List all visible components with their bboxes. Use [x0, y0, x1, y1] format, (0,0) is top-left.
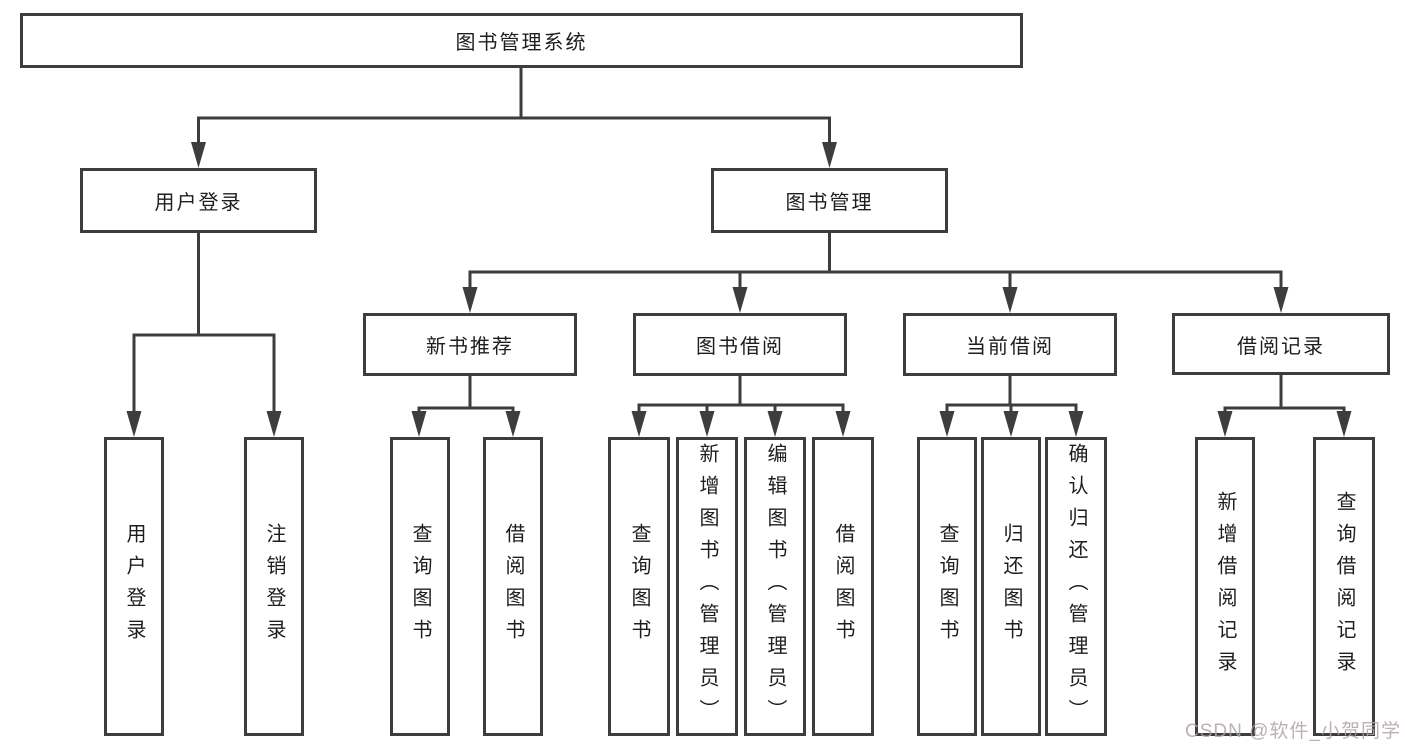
connector-borrow-record-children — [1217, 375, 1352, 437]
node-label: 图书管理系统 — [455, 32, 588, 54]
node-leaf-add-borrow-record: 新增借阅记录 — [1195, 437, 1255, 736]
node-label: 借阅图书 — [502, 522, 524, 651]
connector-user-login-children — [126, 233, 282, 437]
arrow-head — [835, 411, 851, 437]
node-label: 新增图书（管理员） — [696, 442, 718, 731]
arrow-head — [732, 287, 748, 313]
node-label: 查询图书 — [628, 522, 650, 651]
arrow-head — [266, 411, 282, 437]
arrow-head — [631, 411, 647, 437]
node-leaf-query-books-1: 查询图书 — [390, 437, 450, 736]
node-leaf-edit-book-admin: 编辑图书（管理员） — [744, 437, 806, 736]
arrow-head — [1068, 411, 1084, 437]
node-leaf-confirm-return-admin: 确认归还（管理员） — [1045, 437, 1107, 736]
arrow-head — [126, 411, 142, 437]
arrow-head — [1003, 411, 1019, 437]
node-label: 当前借阅 — [966, 336, 1054, 358]
arrow-head — [822, 142, 837, 168]
node-borrow-records: 借阅记录 — [1172, 313, 1390, 375]
node-label: 用户登录 — [123, 522, 145, 651]
node-label: 用户登录 — [154, 192, 243, 214]
arrow-head — [699, 411, 715, 437]
node-user-login: 用户登录 — [80, 168, 317, 233]
node-label: 新增借阅记录 — [1214, 490, 1236, 683]
node-label: 编辑图书（管理员） — [764, 442, 786, 731]
node-leaf-query-books-2: 查询图书 — [608, 437, 670, 736]
node-label: 注销登录 — [263, 522, 285, 651]
node-leaf-logout: 注销登录 — [244, 437, 304, 736]
node-label: 确认归还（管理员） — [1065, 442, 1087, 731]
node-library-management-system: 图书管理系统 — [20, 13, 1023, 68]
node-label: 新书推荐 — [426, 336, 514, 358]
node-label: 归还图书 — [1000, 522, 1022, 651]
node-leaf-borrow-books-1: 借阅图书 — [483, 437, 543, 736]
arrow-head — [411, 411, 427, 437]
node-leaf-query-borrow-record: 查询借阅记录 — [1313, 437, 1375, 736]
arrow-head — [767, 411, 783, 437]
arrow-head — [939, 411, 955, 437]
arrow-head — [1217, 411, 1233, 437]
connector-root-to-level2 — [191, 68, 837, 168]
node-new-book-recommendation: 新书推荐 — [363, 313, 577, 376]
node-leaf-borrow-books-2: 借阅图书 — [812, 437, 874, 736]
node-label: 查询借阅记录 — [1333, 490, 1355, 683]
node-label: 图书管理 — [785, 192, 874, 214]
node-leaf-user-login: 用户登录 — [104, 437, 164, 736]
node-label: 图书借阅 — [696, 336, 784, 358]
node-label: 借阅图书 — [832, 522, 854, 651]
node-label: 借阅记录 — [1237, 335, 1325, 358]
connector-book-borrow-children — [631, 376, 851, 437]
node-leaf-query-books-3: 查询图书 — [917, 437, 977, 736]
connector-current-borrow-children — [939, 376, 1084, 437]
node-book-borrowing: 图书借阅 — [633, 313, 847, 376]
node-leaf-return-book: 归还图书 — [981, 437, 1041, 736]
arrow-head — [1336, 411, 1352, 437]
connector-new-book-children — [411, 376, 521, 437]
node-label: 查询图书 — [936, 522, 958, 651]
arrow-head — [505, 411, 521, 437]
connector-book-mgmt-children — [462, 233, 1289, 313]
node-current-borrowing: 当前借阅 — [903, 313, 1117, 376]
arrow-head — [462, 287, 478, 313]
node-leaf-add-book-admin: 新增图书（管理员） — [676, 437, 738, 736]
node-label: 查询图书 — [409, 522, 431, 651]
node-book-management: 图书管理 — [711, 168, 948, 233]
arrow-head — [191, 142, 206, 168]
arrow-head — [1273, 287, 1289, 313]
arrow-head — [1002, 287, 1018, 313]
watermark: CSDN @软件_小贺同学 — [1185, 721, 1401, 742]
